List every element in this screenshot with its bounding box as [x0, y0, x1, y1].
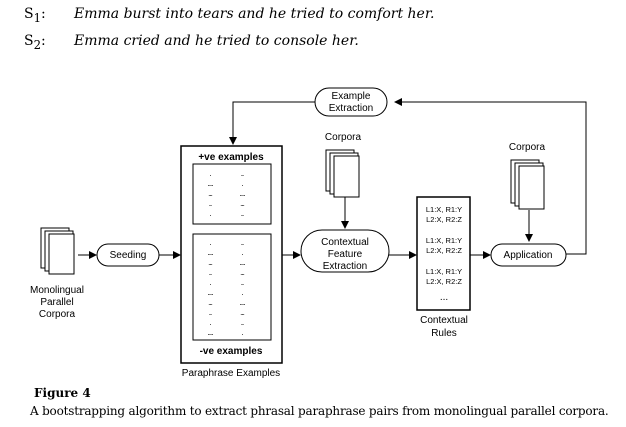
sentence-text: Emma cried and he tried to console her.: [74, 33, 359, 49]
contextual-rule-line: L2:X, R2:Z: [426, 277, 462, 286]
feature-extraction-label-3: Extraction: [323, 261, 367, 272]
corpora-top-stack: Corpora: [325, 132, 362, 198]
figure-caption-text: A bootstrapping algorithm to extract phr…: [30, 404, 609, 418]
negative-examples-label: -ve examples: [200, 346, 263, 357]
example-placeholder-dots: ...: [240, 268, 244, 277]
negative-examples-box: [192, 233, 272, 341]
example-placeholder-dots: ..: [241, 169, 244, 178]
contextual-rules-label-2: Rules: [431, 328, 457, 339]
positive-examples-box: [192, 163, 272, 225]
contextual-rule-line: L1:X, R1:Y: [426, 205, 462, 214]
sentence-label: S2:: [24, 33, 46, 52]
application-label: Application: [504, 250, 553, 261]
monolingual-label-2: Parallel: [40, 297, 73, 308]
edge-extraction-to-examples: [229, 101, 315, 145]
feature-extraction-label-1: Contextual: [321, 237, 369, 248]
sentence-text: Emma burst into tears and he tried to co…: [74, 6, 435, 22]
example-placeholder-dots: ....: [240, 258, 246, 267]
example-placeholder-dots: ...: [240, 199, 244, 208]
example-placeholder-dots: ..: [209, 268, 212, 277]
example-placeholder-dots: ..: [209, 308, 212, 317]
example-placeholder-dots: ..: [209, 199, 212, 208]
paraphrase-examples-container: +ve examples -ve examples Paraphrase Exa…: [180, 145, 283, 379]
application-node: Application: [490, 243, 567, 267]
example-placeholder-dots: ....: [208, 179, 214, 188]
contextual-rule-line: L1:X, R1:Y: [426, 236, 462, 245]
example-placeholder-dots: ..: [241, 278, 244, 287]
corpora-top-label: Corpora: [325, 132, 362, 143]
contextual-rules-ellipsis: ...: [440, 292, 448, 303]
feature-extraction-label-2: Feature: [328, 249, 363, 260]
corpora-right-label: Corpora: [509, 142, 546, 153]
corpora-right-stack: Corpora: [509, 142, 546, 210]
monolingual-label-1: Monolingual: [30, 285, 84, 296]
seeding-label: Seeding: [110, 250, 147, 261]
example-placeholder-dots: ...: [208, 258, 212, 267]
contextual-rules-list: L1:X, R1:YL2:X, R2:ZL1:X, R1:YL2:X, R2:Z…: [426, 205, 462, 303]
sentence-label: S1:: [24, 6, 46, 25]
seeding-node: Seeding: [96, 243, 160, 267]
contextual-rule-line: L2:X, R2:Z: [426, 215, 462, 224]
contextual-rule-line: L1:X, R1:Y: [426, 267, 462, 276]
example-extraction-label-1: Example: [332, 91, 371, 102]
example-placeholder-dots: ....: [208, 288, 214, 297]
figure-caption-title: Figure 4: [34, 386, 91, 400]
contextual-rule-line: L2:X, R2:Z: [426, 246, 462, 255]
example-placeholder-dots: ..: [241, 318, 244, 327]
example-placeholder-dots: ..: [241, 209, 244, 218]
example-placeholder-dots: ...: [240, 308, 244, 317]
example-placeholder-dots: ..: [241, 238, 244, 247]
example-placeholder-dots: ....: [240, 189, 246, 198]
monolingual-corpora-stack: Monolingual Parallel Corpora: [30, 227, 84, 320]
contextual-rules-box: L1:X, R1:YL2:X, R2:ZL1:X, R1:YL2:X, R2:Z…: [416, 196, 471, 339]
contextual-feature-extraction-node: Contextual Feature Extraction: [300, 229, 390, 273]
example-placeholder-dots: ....: [240, 298, 246, 307]
example-extraction-label-2: Extraction: [329, 103, 373, 114]
feedback-loop-edges: [229, 98, 587, 255]
example-placeholder-dots: ....: [208, 248, 214, 257]
monolingual-label-3: Corpora: [39, 309, 76, 320]
paraphrase-examples-label: Paraphrase Examples: [182, 368, 280, 379]
edge-application-to-extraction: [394, 98, 587, 255]
example-placeholder-dots: ....: [208, 328, 214, 337]
example-placeholder-dots: ...: [208, 189, 212, 198]
example-extraction-node: Example Extraction: [314, 87, 388, 117]
contextual-rules-label-1: Contextual: [420, 315, 468, 326]
positive-examples-label: +ve examples: [198, 152, 264, 163]
example-placeholder-dots: ...: [208, 298, 212, 307]
